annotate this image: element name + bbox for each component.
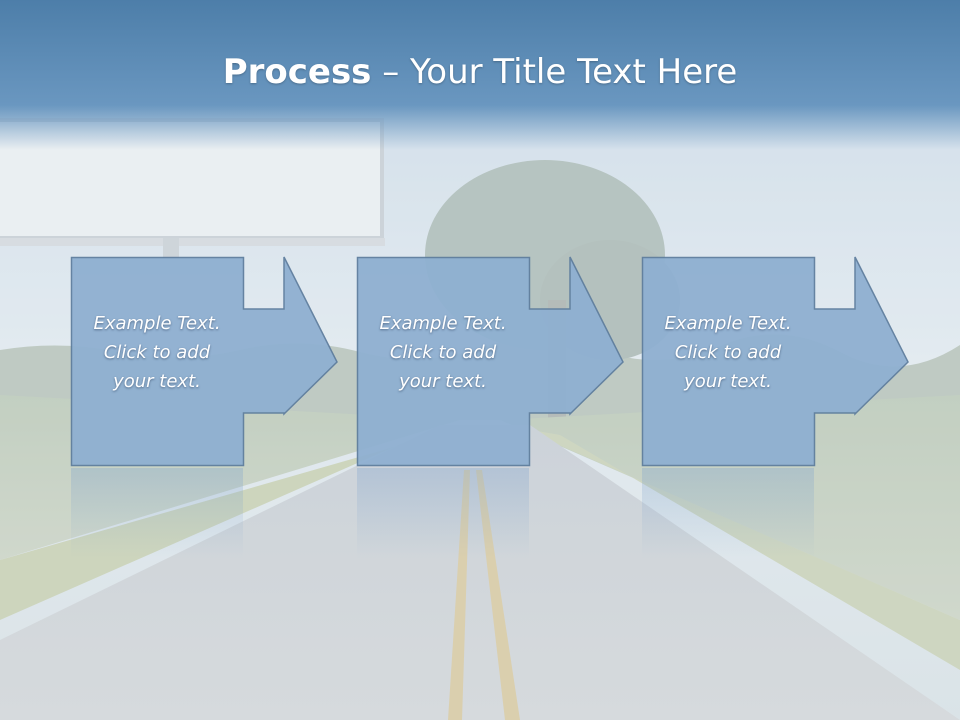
step-text[interactable]: Example Text. Click to add your text. — [357, 309, 529, 396]
process-step-3[interactable]: Example Text. Click to add your text. — [641, 256, 912, 467]
step-text-line: Click to add — [389, 342, 497, 363]
step-reflection — [71, 468, 243, 558]
step-text-line: your text. — [684, 371, 772, 392]
step-text-line: your text. — [399, 371, 487, 392]
process-step-1[interactable]: Example Text. Click to add your text. — [70, 256, 341, 467]
step-text-line: Example Text. — [664, 313, 792, 334]
step-text-line: Click to add — [674, 342, 782, 363]
title-bar — [0, 0, 960, 150]
arrow-box-shape — [70, 256, 338, 467]
step-text[interactable]: Example Text. Click to add your text. — [642, 309, 814, 396]
arrow-box-shape — [356, 256, 624, 467]
step-text-line: Example Text. — [93, 313, 221, 334]
slide-title[interactable]: Process – Your Title Text Here — [0, 52, 960, 92]
step-text-line: Click to add — [103, 342, 211, 363]
title-bold: Process — [222, 52, 372, 92]
step-text[interactable]: Example Text. Click to add your text. — [71, 309, 243, 396]
step-text-line: Example Text. — [379, 313, 507, 334]
step-reflection — [642, 468, 814, 558]
step-reflection — [357, 468, 529, 558]
arrow-box-shape — [641, 256, 909, 467]
step-text-line: your text. — [113, 371, 201, 392]
title-rest: – Your Title Text Here — [371, 52, 738, 92]
process-step-2[interactable]: Example Text. Click to add your text. — [356, 256, 627, 467]
